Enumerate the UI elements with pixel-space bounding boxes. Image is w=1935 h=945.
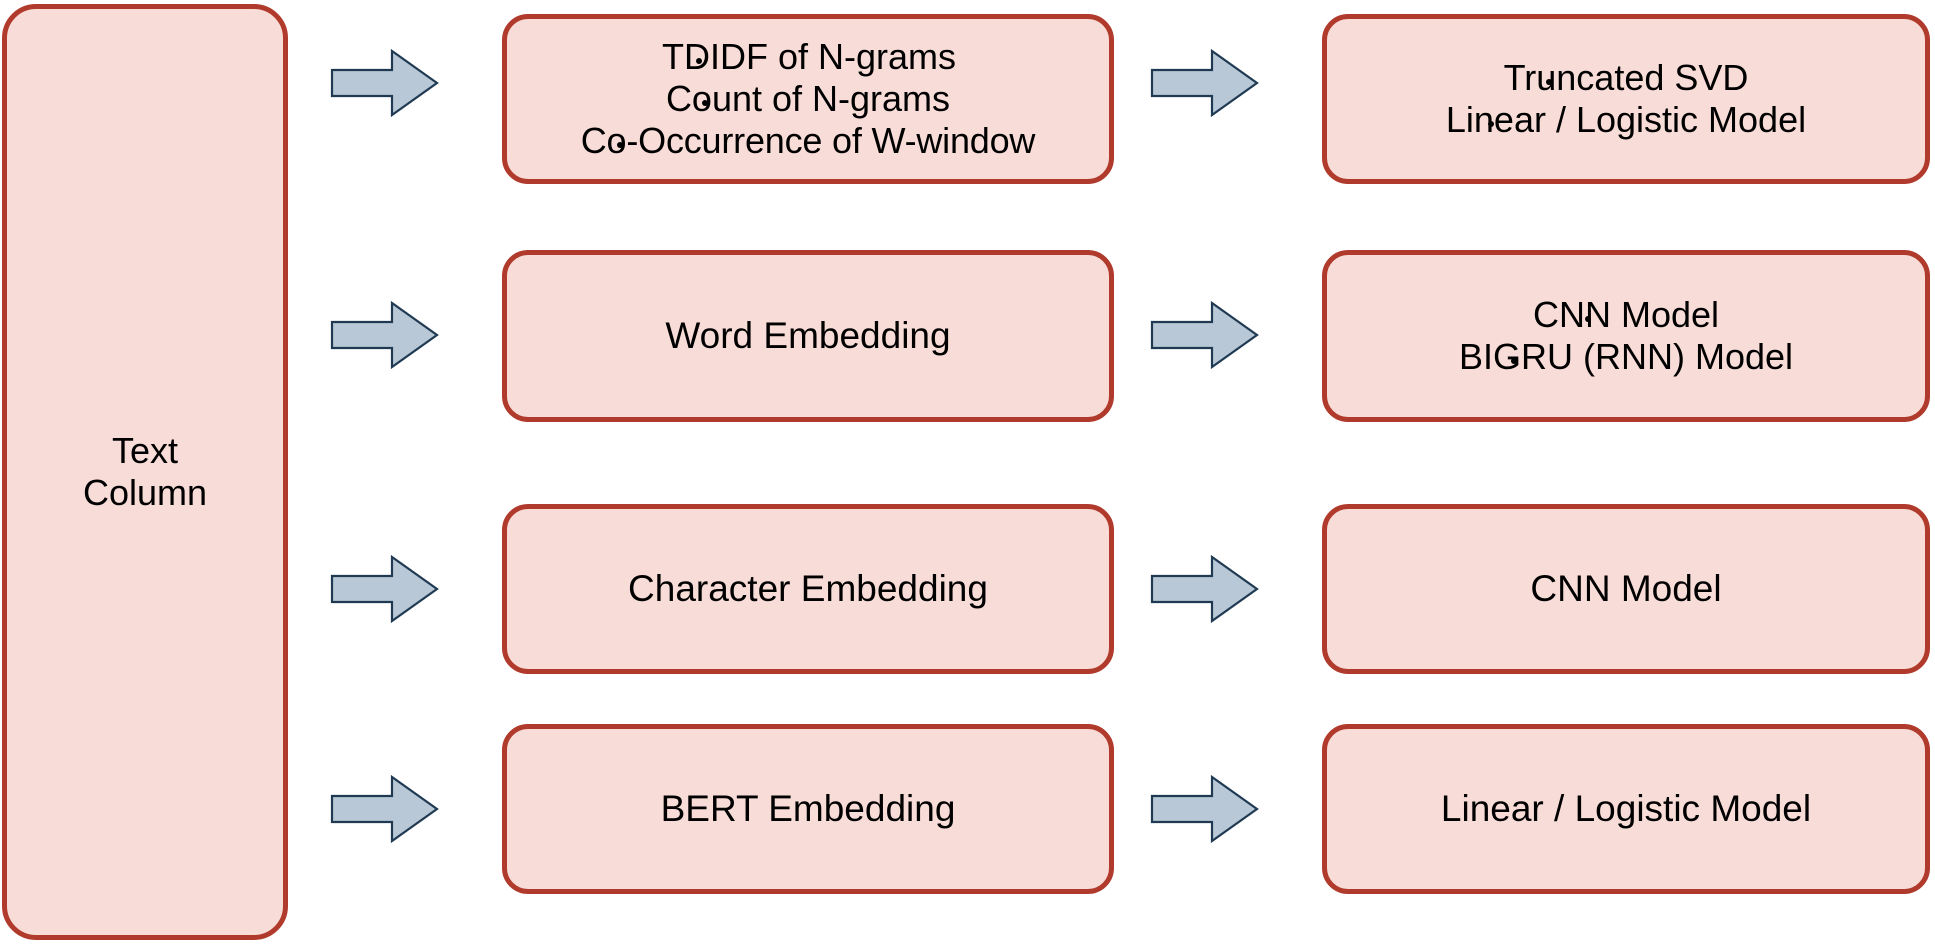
vectorizers-item-3: Co-Occurrence of W-window bbox=[580, 120, 1036, 162]
bullet-dot-icon bbox=[695, 58, 702, 65]
arrow-right-icon-row2-left bbox=[330, 300, 440, 370]
list-item: Truncated SVD bbox=[1504, 57, 1749, 99]
node-linear-logistic-model[interactable]: Linear / Logistic Model bbox=[1322, 724, 1930, 894]
bullet-dot-icon bbox=[616, 142, 623, 149]
svd-linear-list: Truncated SVD Linear / Logistic Model bbox=[1327, 57, 1925, 141]
bullet-dot-icon bbox=[1510, 358, 1517, 365]
vectorizers-item-2: Count of N-grams bbox=[665, 77, 951, 119]
node-text-column-line-2: Column bbox=[82, 472, 208, 513]
arrow-right-icon-row1-right bbox=[1150, 48, 1260, 118]
vectorizers-list: TDIDF of N-grams Count of N-grams Co-Occ… bbox=[507, 36, 1109, 162]
node-word-embedding-label: Word Embedding bbox=[665, 314, 951, 356]
node-linear-logistic-model-label: Linear / Logistic Model bbox=[1440, 787, 1812, 829]
node-bert-embedding-label: BERT Embedding bbox=[660, 787, 956, 829]
arrow-right-icon-row2-right bbox=[1150, 300, 1260, 370]
cnn-bigru-list: CNN Model BIGRU (RNN) Model bbox=[1327, 294, 1925, 378]
node-text-column-line-1: Text bbox=[111, 430, 179, 472]
node-vectorizers[interactable]: TDIDF of N-grams Count of N-grams Co-Occ… bbox=[502, 14, 1114, 184]
cnn-bigru-item-1: CNN Model bbox=[1532, 293, 1720, 335]
list-item: TDIDF of N-grams bbox=[660, 36, 956, 78]
bullet-dot-icon bbox=[1487, 121, 1494, 128]
svd-linear-item-2: Linear / Logistic Model bbox=[1445, 99, 1807, 140]
vectorizers-item-1: TDIDF of N-grams bbox=[661, 35, 956, 77]
arrow-right-icon-row4-left bbox=[330, 774, 440, 844]
bullet-dot-icon bbox=[1584, 316, 1591, 323]
node-character-embedding[interactable]: Character Embedding bbox=[502, 504, 1114, 674]
arrow-right-icon-row3-left bbox=[330, 554, 440, 624]
arrow-right-icon-row3-right bbox=[1150, 554, 1260, 624]
bullet-dot-icon bbox=[701, 100, 708, 107]
list-item: Linear / Logistic Model bbox=[1446, 99, 1806, 141]
list-item: Co-Occurrence of W-window bbox=[580, 120, 1036, 162]
arrow-right-icon-row1-left bbox=[330, 48, 440, 118]
node-text-column[interactable]: Text Column bbox=[2, 4, 288, 940]
bullet-dot-icon bbox=[1545, 79, 1552, 86]
cnn-bigru-item-2: BIGRU (RNN) Model bbox=[1458, 336, 1794, 377]
list-item: BIGRU (RNN) Model bbox=[1459, 336, 1793, 378]
list-item: Count of N-grams bbox=[666, 78, 950, 120]
node-svd-linear[interactable]: Truncated SVD Linear / Logistic Model bbox=[1322, 14, 1930, 184]
node-cnn-model[interactable]: CNN Model bbox=[1322, 504, 1930, 674]
list-item: CNN Model bbox=[1533, 294, 1719, 336]
arrow-right-icon-row4-right bbox=[1150, 774, 1260, 844]
node-character-embedding-label: Character Embedding bbox=[628, 567, 988, 609]
node-word-embedding[interactable]: Word Embedding bbox=[502, 250, 1114, 422]
node-bert-embedding[interactable]: BERT Embedding bbox=[502, 724, 1114, 894]
svd-linear-item-1: Truncated SVD bbox=[1503, 56, 1749, 98]
node-cnn-bigru[interactable]: CNN Model BIGRU (RNN) Model bbox=[1322, 250, 1930, 422]
node-cnn-model-label: CNN Model bbox=[1530, 567, 1722, 609]
